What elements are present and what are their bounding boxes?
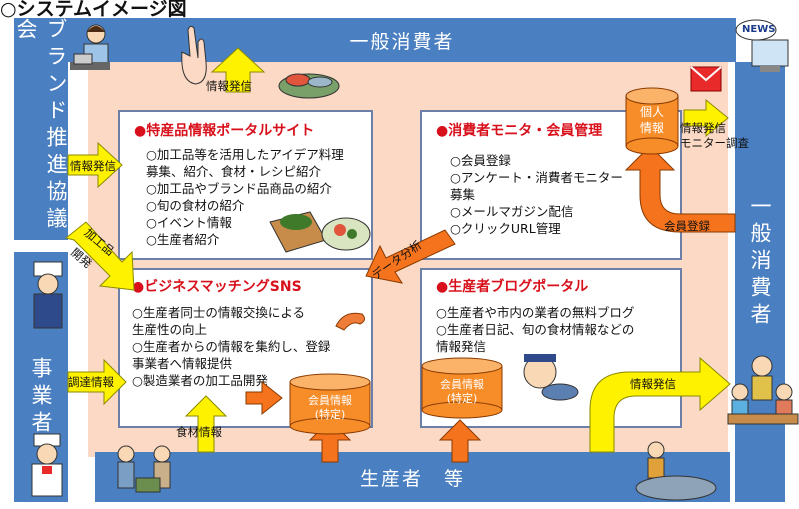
list-item: 事業者へ情報提供: [132, 356, 233, 371]
list-item: ○生産者日記、旬の食材情報などの: [436, 322, 635, 337]
list-item: ○生産者や市内の業者の無料ブログ: [436, 305, 635, 320]
top-band-label: 一般消費者: [349, 30, 455, 53]
arrow-data-analysis: [365, 229, 456, 284]
panel-sns-title: ビジネスマッチングSNS: [144, 279, 302, 295]
list-item: ○製造業者の加工品開発: [132, 373, 268, 388]
bottom-band-label: 生産者 等: [359, 467, 465, 490]
list-item: 募集: [450, 187, 476, 202]
page-title: ○システムイメージ図: [0, 0, 187, 20]
label-member-register: 会員登録: [664, 219, 710, 233]
arrow-top-up: [210, 47, 266, 93]
label-ingredients: 食材情報: [176, 425, 222, 439]
chef-icon: [33, 261, 63, 329]
list-item: ○生産者紹介: [146, 232, 220, 247]
label-right-out-2: モニター調査: [680, 136, 749, 150]
label-bottom-right: 情報発信: [630, 377, 676, 391]
vegetable-box-icon: [269, 211, 371, 253]
farmers-icon: [117, 445, 171, 493]
office-worker-icon: [70, 24, 110, 70]
right-band: 一般消費者: [735, 62, 785, 502]
db-member-blog-label-2: (特定): [446, 392, 478, 405]
db-member-sns: [289, 373, 371, 435]
db-personal-label: 個人情報: [639, 105, 664, 135]
db-member-sns-label-1: 会員情報: [308, 394, 352, 407]
left-top-band-label: ブランド推進協議会: [14, 18, 68, 234]
list-item: 募集、紹介、食材・レシピ紹介: [146, 164, 322, 179]
left-top-band: ブランド推進協議会: [14, 18, 68, 240]
panel-monitor-title: 消費者モニタ・会員管理: [448, 123, 603, 139]
arrow-left-sns: [64, 221, 135, 291]
worker-icon: [31, 433, 63, 497]
db-member-sns-label-2: (特定): [314, 408, 346, 421]
family-icon: [727, 355, 799, 425]
finger-point-icon: [181, 25, 207, 85]
right-band-label: 一般消費者: [748, 194, 772, 330]
list-item: ○生産者同士の情報交換による: [132, 305, 306, 320]
db-member-blog-label-1: 会員情報: [440, 378, 484, 391]
mail-icon: [690, 66, 722, 92]
list-item: ○加工品等を活用したアイデア料理: [146, 147, 344, 162]
list-item: ○会員登録: [450, 153, 511, 168]
list-item: ○メールマガジン配信: [450, 204, 574, 219]
arrow-left-portal: [67, 141, 123, 189]
bottom-band: 生産者 等: [95, 452, 730, 502]
left-bottom-band-label: 事業者: [29, 356, 53, 438]
list-item: ○加工品やブランド品商品の紹介: [146, 181, 332, 196]
db-member-blog: [421, 357, 503, 419]
fisherman-icon: [523, 354, 579, 401]
list-item: ○生産者からの情報を集約し、登録: [132, 339, 331, 354]
arrow-left-procure: [67, 358, 127, 406]
shrimp-icon: [335, 312, 366, 331]
arrow-bottom-blog: [438, 419, 482, 463]
label-right-out-1: 情報発信: [680, 121, 726, 135]
news-computer-icon: [735, 19, 789, 72]
arrow-ingredients: [184, 395, 228, 453]
label-procurement: 調達情報: [68, 375, 114, 389]
db-personal: [625, 87, 679, 155]
top-band: 一般消費者: [68, 18, 736, 62]
arrow-sns-db: [245, 380, 283, 416]
seafood-icon: [278, 73, 340, 99]
label-left-portal: 情報発信: [70, 159, 116, 173]
panel-blog: ●生産者ブログポータル ○生産者や市内の業者の無料ブログ ○生産者日記、旬の食材…: [420, 268, 682, 428]
panel-portal-title: 特産品情報ポータルサイト: [146, 123, 315, 139]
list-item: ○イベント情報: [146, 215, 232, 230]
arrow-right-out: [683, 98, 729, 138]
list-item: 生産性の向上: [132, 322, 208, 337]
fishers-icon: [635, 441, 717, 501]
list-item: ○アンケート・消費者モニター: [450, 170, 623, 185]
panel-blog-title: 生産者ブログポータル: [448, 279, 589, 295]
list-item: 情報発信: [436, 339, 487, 354]
label-top-up: 情報発信: [206, 79, 252, 93]
news-label: NEWS: [742, 24, 776, 35]
list-item: ○クリックURL管理: [450, 221, 561, 236]
list-item: ○旬の食材の紹介: [146, 198, 245, 213]
arrow-bottom-right: [589, 356, 731, 453]
